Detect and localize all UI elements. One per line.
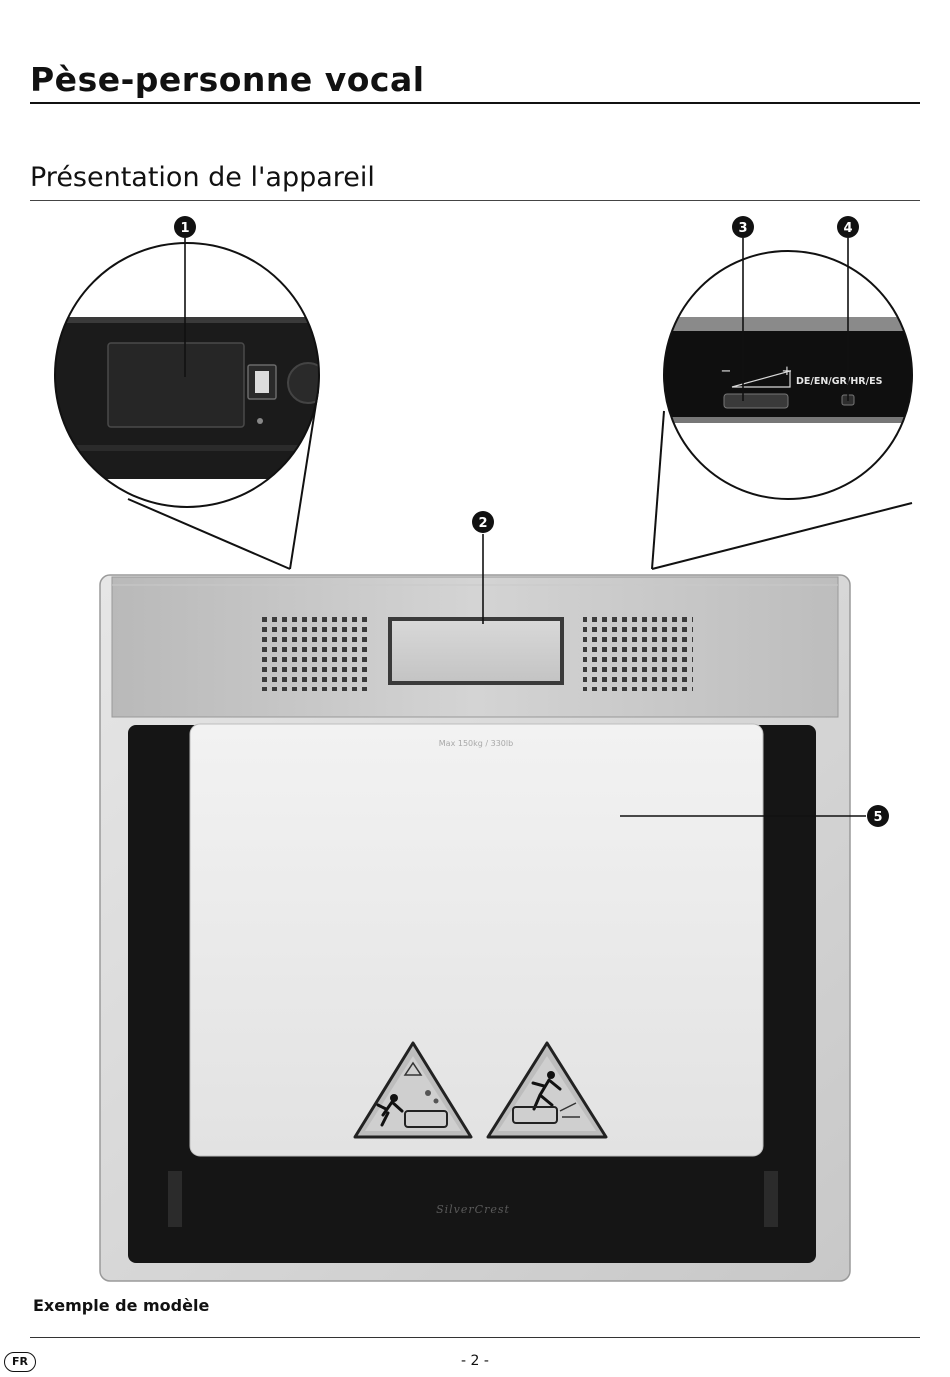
svg-text:5: 5 bbox=[873, 810, 882, 825]
callout-5: 5 bbox=[867, 805, 889, 827]
left-speaker-grill bbox=[258, 613, 368, 691]
figure-caption: Exemple de modèle bbox=[33, 1296, 210, 1315]
battery-cover bbox=[107, 342, 245, 428]
battery-compartment-detail bbox=[55, 243, 319, 507]
volume-slider bbox=[723, 393, 789, 409]
volume-minus-label: − bbox=[721, 364, 732, 379]
zoom-leader-lines bbox=[127, 390, 913, 570]
section-heading: Présentation de l'appareil bbox=[30, 162, 375, 193]
svg-text:2: 2 bbox=[478, 516, 487, 531]
svg-text:3: 3 bbox=[738, 221, 747, 236]
scale-body: Max 150kg / 330lb SilverCrest bbox=[99, 574, 851, 1282]
callout-2: 2 bbox=[472, 511, 494, 533]
svg-text:4: 4 bbox=[843, 221, 852, 236]
footer-divider bbox=[30, 1337, 920, 1338]
scale-illustration: Max 150kg / 330lb SilverCrest bbox=[54, 216, 913, 1282]
title-divider bbox=[30, 102, 920, 104]
language-badge: FR bbox=[4, 1352, 36, 1372]
controls-detail: − + DE/EN/GR/HR/ES bbox=[664, 251, 912, 499]
callout-lines bbox=[184, 238, 866, 817]
warning-slippery-icon bbox=[353, 1041, 473, 1139]
warning-fall-icon bbox=[486, 1041, 608, 1139]
right-speaker-grill bbox=[583, 613, 693, 691]
callout-3: 3 bbox=[732, 216, 754, 238]
brand-logo: SilverCrest bbox=[436, 1203, 510, 1216]
callout-4: 4 bbox=[837, 216, 859, 238]
weighing-platform bbox=[189, 723, 764, 1157]
max-load-label: Max 150kg / 330lb bbox=[439, 739, 513, 748]
page-number: - 2 - bbox=[461, 1353, 489, 1369]
language-switch-label: DE/EN/GR/HR/ES bbox=[796, 376, 883, 387]
svg-text:1: 1 bbox=[180, 221, 189, 236]
page-title: Pèse-personne vocal bbox=[30, 60, 425, 99]
callout-1: 1 bbox=[174, 216, 196, 238]
section-divider bbox=[30, 200, 920, 201]
